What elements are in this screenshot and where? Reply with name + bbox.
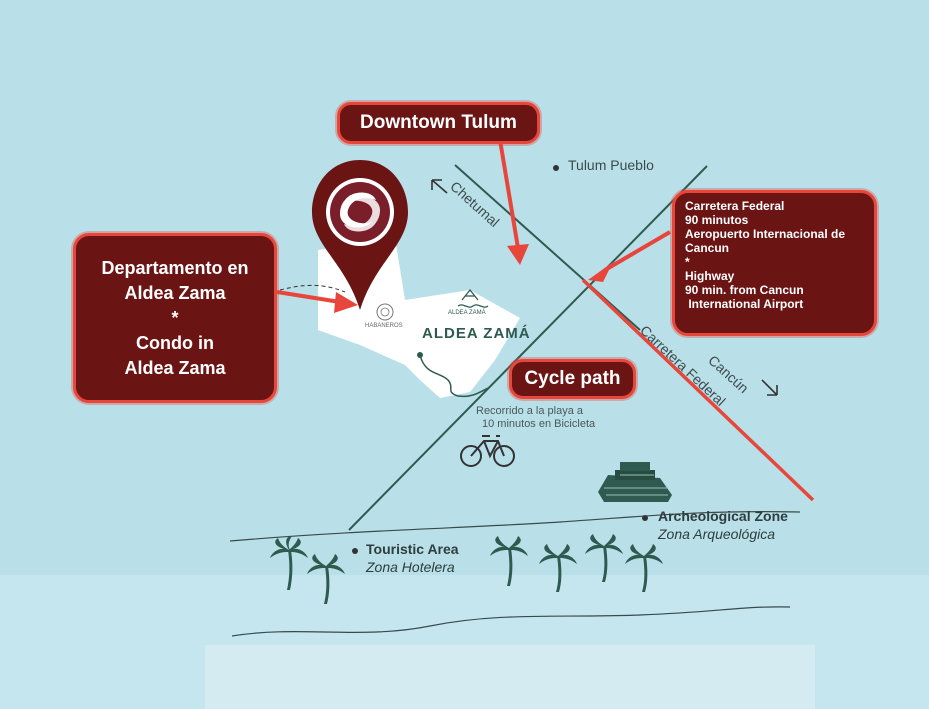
highway-line-6: Highway (685, 269, 735, 283)
condo-line-5: Aldea Zama (124, 357, 226, 378)
palm-tree-icon (490, 536, 528, 586)
highway-line-1: Carretera Federal (685, 199, 785, 213)
palm-tree-icon (585, 534, 623, 582)
cycle-path-callout: Cycle path (509, 359, 636, 399)
archeological-dot (642, 515, 648, 521)
cycle-start-dot (417, 352, 423, 358)
cycle-note-line-1: Recorrido a la playa a (476, 405, 584, 417)
condo-line-1: Departamento en (101, 257, 249, 278)
aldea-zama-logo-label: ALDEA ZAMÁ (422, 325, 531, 342)
cycle-path-line (419, 354, 489, 398)
coastline (229, 511, 801, 542)
palm-tree-icon (270, 536, 308, 590)
palm-tree-icon (625, 544, 663, 592)
condo-line-2: Aldea Zama (124, 282, 226, 303)
cycle-path-label: Cycle path (524, 368, 621, 389)
arrow-condo (276, 290, 341, 304)
condo-callout: Departamento en Aldea Zama * Condo in Al… (73, 233, 277, 403)
palm-trees (270, 534, 663, 604)
highway-line-5: * (685, 255, 690, 269)
zona-arqueologica-label: Zona Arqueológica (658, 526, 776, 542)
ruins-icon (598, 462, 672, 502)
habaneros-label: HABANEROS (365, 323, 403, 329)
condo-line-4: Condo in (136, 332, 214, 353)
highway-line-4: Cancun (685, 241, 730, 255)
highway-line-8: International Airport (685, 297, 804, 311)
arrow-downtown (498, 139, 520, 249)
condo-line-3: * (171, 307, 179, 328)
habaneros-logo-icon (376, 303, 394, 321)
sand-area (205, 645, 815, 709)
aldea-zama-logo-icon (457, 288, 489, 308)
cancun-arrow-icon (761, 379, 778, 396)
road-chetumal (454, 164, 641, 331)
zona-hotelera-label: Zona Hotelera (366, 559, 455, 575)
highway-callout: Carretera Federal 90 minutos Aeropuerto … (672, 190, 877, 336)
bicycle-icon (460, 435, 515, 467)
map-pin-icon (312, 160, 408, 310)
wave-line (231, 606, 791, 637)
callout-arrows (276, 139, 672, 313)
tulum-pueblo-label: Tulum Pueblo (568, 157, 654, 173)
cycle-note-line-2: 10 minutos en Bicicleta (482, 418, 596, 430)
touristic-area-label: Touristic Area (366, 541, 459, 557)
chetumal-arrow-icon (431, 179, 448, 194)
palm-tree-icon (307, 554, 345, 604)
carretera-federal-highlight (581, 278, 815, 502)
archeological-zone-label: Archeological Zone (658, 508, 788, 524)
highway-line-7: 90 min. from Cancun (685, 283, 804, 297)
dashed-connector (279, 284, 346, 293)
touristic-dot (352, 548, 358, 554)
highway-line-3: Aeropuerto Internacional de (685, 227, 846, 241)
road-touristic (348, 165, 708, 531)
aldea-zama-small-label: ALDEA ZAMÁ (448, 310, 486, 316)
palm-tree-icon (539, 544, 577, 592)
downtown-tulum-label: Downtown Tulum (360, 112, 517, 133)
tulum-pueblo-dot (553, 165, 559, 171)
arrow-highway (603, 230, 672, 272)
highway-line-2: 90 minutos (685, 213, 749, 227)
cycle-note: Recorrido a la playa a 10 minutos en Bic… (476, 405, 595, 431)
downtown-tulum-callout: Downtown Tulum (337, 102, 540, 144)
